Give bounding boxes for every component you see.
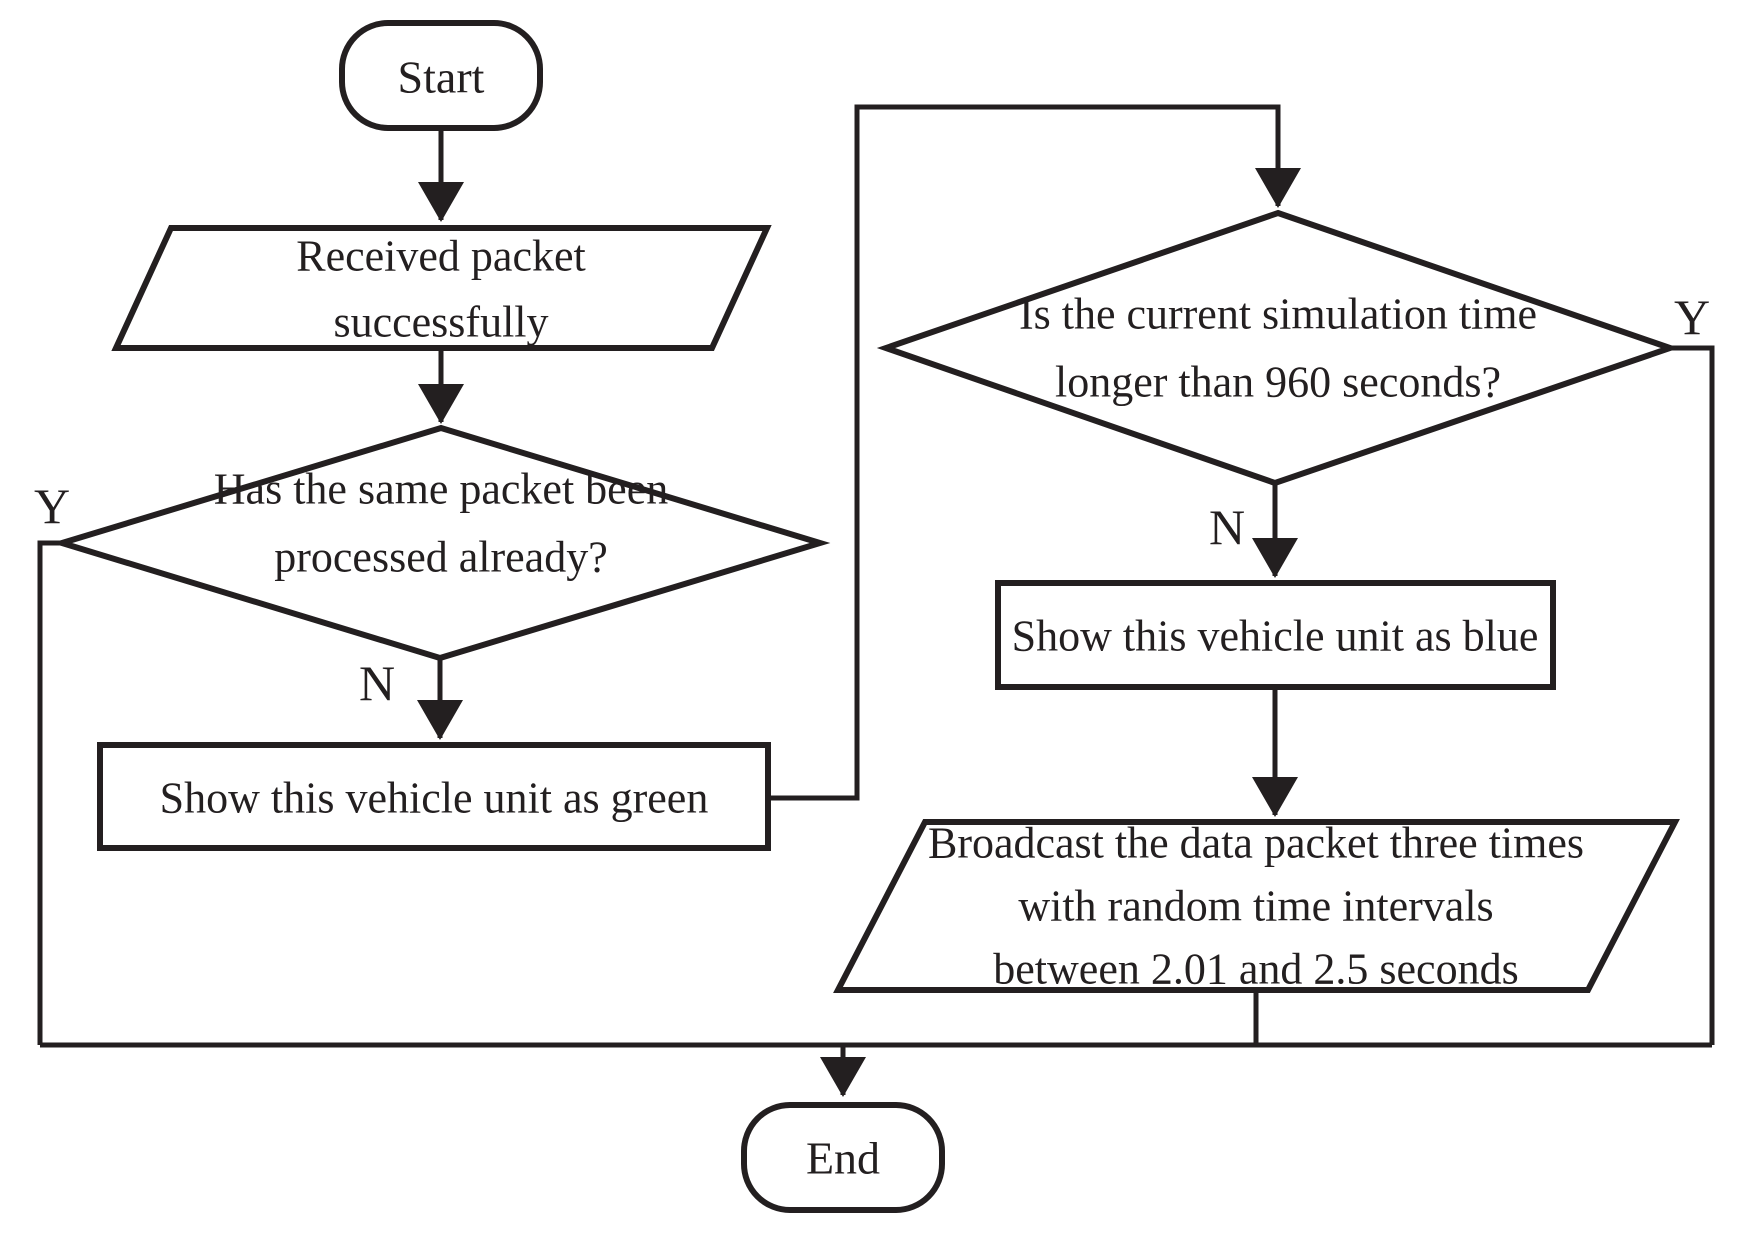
green-to-sim-time-connector <box>768 104 1301 801</box>
same-packet-decision-line1: Has the same packet been <box>214 465 668 514</box>
show-green-node <box>97 742 771 851</box>
same-packet-yes-branch-line <box>37 540 62 1045</box>
show-blue-node <box>995 580 1556 690</box>
received-packet-label-line2: successfully <box>333 298 548 347</box>
received-packet-label-line1: Received packet <box>296 232 586 281</box>
end-node <box>741 1102 945 1213</box>
sim-time-decision-line2: longer than 960 seconds? <box>1055 358 1501 407</box>
received-packet-node <box>111 225 772 351</box>
end-label: End <box>806 1133 880 1184</box>
sim-time-decision-node <box>876 209 1680 487</box>
start-label: Start <box>398 52 485 103</box>
sim-time-yes-label: Y <box>1674 289 1710 345</box>
broadcast-label-line2: with random time intervals <box>1018 882 1493 931</box>
same-packet-decision-node <box>51 424 831 662</box>
show-blue-label: Show this vehicle unit as blue <box>1012 612 1539 661</box>
sim-time-no-label: N <box>1209 499 1245 555</box>
start-node <box>339 20 543 131</box>
same-packet-no-label: N <box>359 655 395 711</box>
show-green-label: Show this vehicle unit as green <box>160 774 709 823</box>
sim-time-decision-line1: Is the current simulation time <box>1019 290 1537 339</box>
broadcast-label-line1: Broadcast the data packet three times <box>928 819 1584 868</box>
broadcast-label-line3: between 2.01 and 2.5 seconds <box>993 945 1518 994</box>
same-packet-yes-label: Y <box>34 478 70 534</box>
broadcast-node <box>833 819 1680 993</box>
sim-time-yes-branch-line <box>1670 345 1715 1045</box>
same-packet-decision-line2: processed already? <box>274 533 607 582</box>
